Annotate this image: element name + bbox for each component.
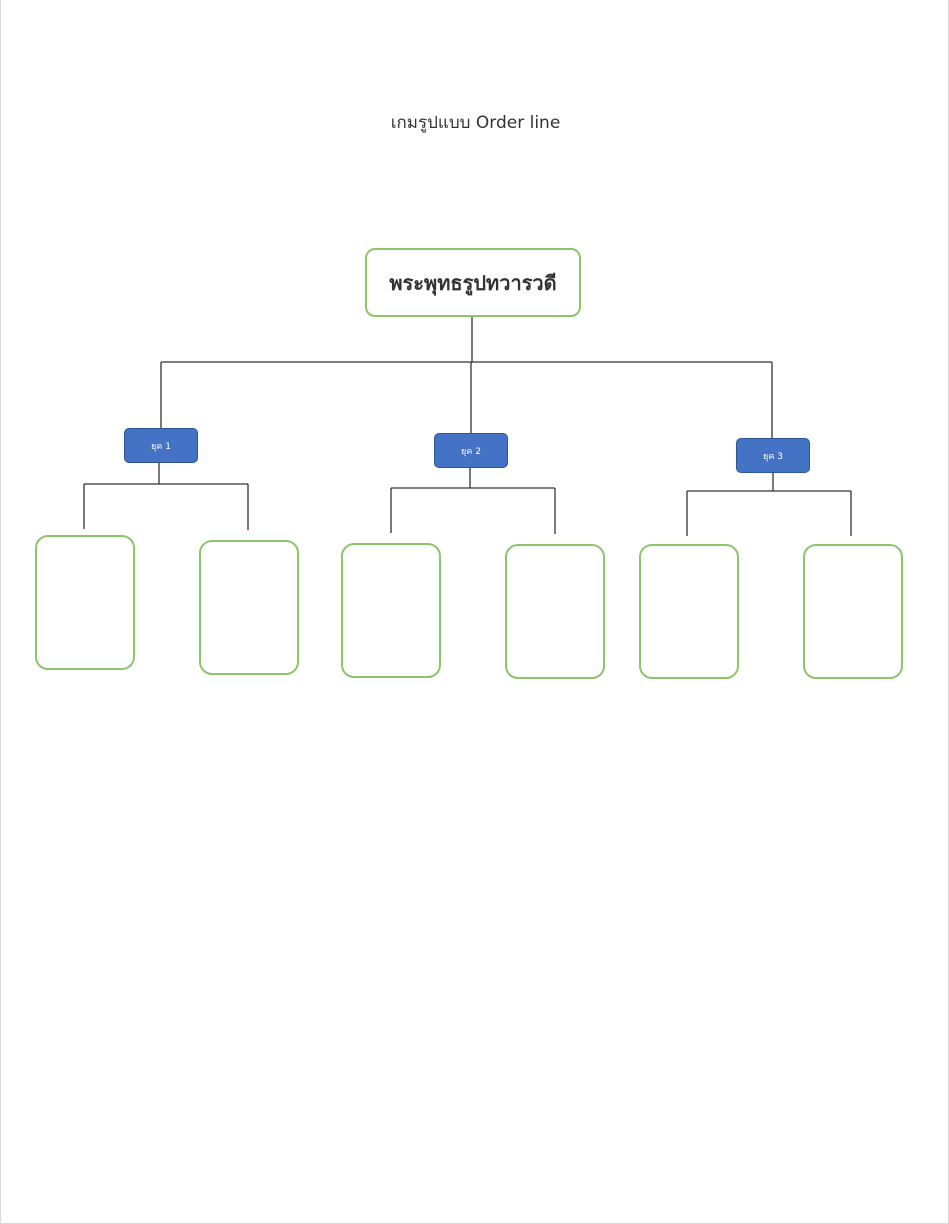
empty-answer-box-1 [35, 535, 135, 670]
page-title: เกมรูปแบบ Order line [390, 113, 561, 133]
era-node-1: ยุค 1 [124, 428, 198, 463]
root-node-label: พระพุทธรูปทวารวดี [389, 270, 557, 295]
empty-answer-box-6 [803, 544, 903, 679]
era-node-label: ยุค 2 [461, 446, 481, 457]
empty-answer-box-3 [341, 543, 441, 678]
era-node-label: ยุค 3 [763, 451, 783, 462]
era-node-3: ยุค 3 [736, 438, 810, 473]
root-node: พระพุทธรูปทวารวดี [365, 248, 581, 317]
empty-answer-box-5 [639, 544, 739, 679]
empty-answer-box-4 [505, 544, 605, 679]
empty-answer-box-2 [199, 540, 299, 675]
era-node-label: ยุค 1 [151, 441, 171, 452]
era-node-2: ยุค 2 [434, 433, 508, 468]
